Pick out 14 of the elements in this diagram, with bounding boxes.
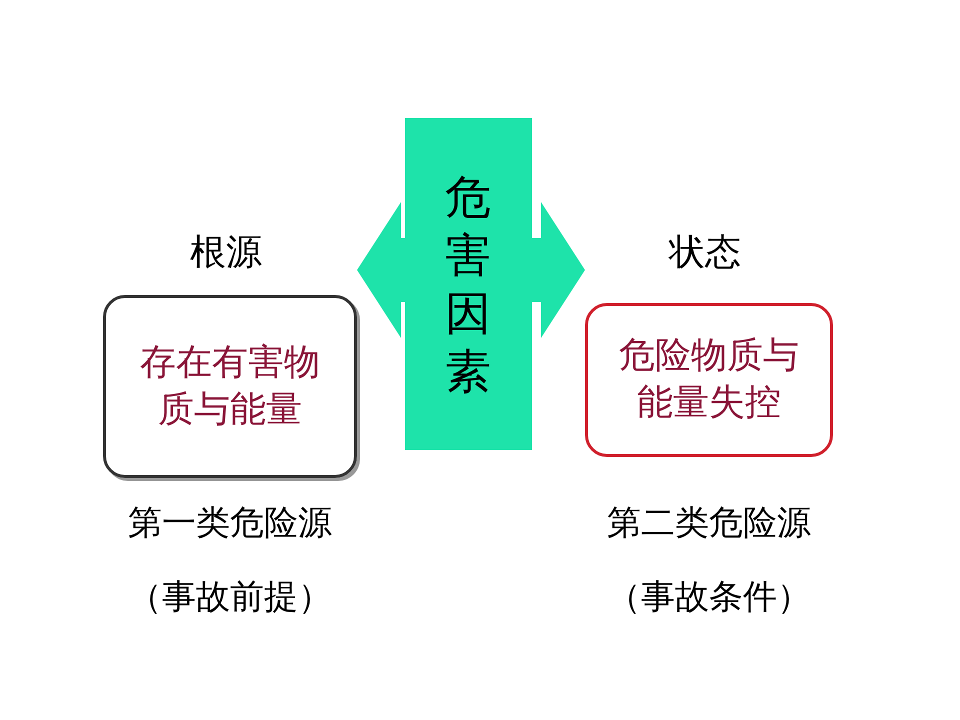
- box-text: 危险物质与能量失控: [618, 334, 800, 425]
- rounded-box: [103, 295, 357, 478]
- block-arrow: [357, 202, 405, 338]
- arrow-bar: [405, 118, 532, 450]
- node-label: 第一类危险源: [127, 502, 333, 545]
- node-label: 第二类危险源: [606, 502, 812, 545]
- rounded-box: [585, 303, 833, 457]
- bar-label: 危害因素: [444, 169, 492, 400]
- node-label: （事故条件）: [606, 576, 812, 619]
- node-label: （事故前提）: [127, 576, 333, 619]
- block-arrow: [532, 202, 585, 338]
- heading: 根源: [190, 231, 262, 275]
- box-text: 存在有害物质与能量: [139, 340, 321, 432]
- heading: 状态: [669, 231, 741, 275]
